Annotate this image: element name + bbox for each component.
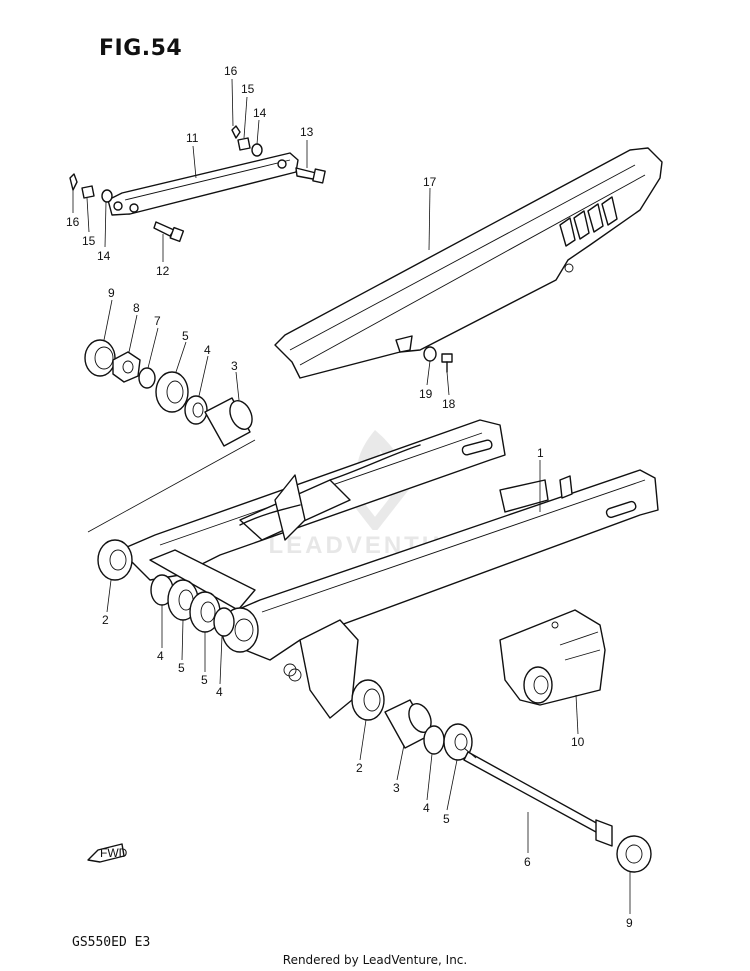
- dust-seal-cap-upper[interactable]: [84, 339, 116, 377]
- pivot-nut-upper[interactable]: [112, 351, 141, 383]
- callout-7: 7: [154, 314, 161, 328]
- callout-18: 18: [442, 397, 456, 411]
- forward-arrow-icon: FWD: [87, 843, 128, 863]
- callout-6: 6: [524, 855, 531, 869]
- torque-rod-bolt-rear[interactable]: [295, 167, 326, 184]
- callout-4a: 4: [204, 343, 211, 357]
- callout-3a: 3: [231, 359, 238, 373]
- forward-label: FWD: [100, 846, 128, 860]
- swingarm[interactable]: [97, 419, 659, 719]
- callout-13: 13: [300, 125, 314, 139]
- pivot-spacer-lower[interactable]: [384, 699, 435, 749]
- chain-case-washer[interactable]: [423, 346, 437, 362]
- callout-1: 1: [537, 446, 544, 460]
- callout-17: 17: [423, 175, 437, 189]
- chain-case[interactable]: [274, 147, 663, 379]
- callout-2a: 2: [102, 613, 109, 627]
- callout-9a: 9: [108, 286, 115, 300]
- callout-2b: 2: [356, 761, 363, 775]
- washer-front[interactable]: [101, 189, 113, 203]
- chain-adjuster[interactable]: [499, 609, 606, 706]
- washer-rear[interactable]: [251, 143, 263, 157]
- cotter-pin-front[interactable]: [69, 173, 78, 191]
- callout-4b: 4: [157, 649, 164, 663]
- torque-rod-bolt-front[interactable]: [153, 221, 185, 243]
- callout-4c: 4: [216, 685, 223, 699]
- callout-16b: 16: [66, 215, 80, 229]
- callout-19: 19: [419, 387, 433, 401]
- callout-5c: 5: [201, 673, 208, 687]
- callout-10: 10: [571, 735, 585, 749]
- callout-5b: 5: [178, 661, 185, 675]
- cotter-pin-rear[interactable]: [231, 125, 241, 139]
- castle-nut-front[interactable]: [81, 185, 95, 199]
- callout-15b: 15: [82, 234, 96, 248]
- torque-rod[interactable]: [107, 152, 299, 216]
- castle-nut-rear[interactable]: [237, 137, 251, 151]
- washer-upper[interactable]: [184, 395, 208, 425]
- washer-mid-b[interactable]: [213, 607, 235, 637]
- render-credit: Rendered by LeadVenture, Inc.: [282, 953, 468, 967]
- callout-14b: 14: [97, 249, 111, 263]
- callout-leaders: [72, 78, 631, 914]
- needle-bearing-lower[interactable]: [351, 679, 385, 721]
- callout-16a: 16: [224, 64, 238, 78]
- washer-lower[interactable]: [423, 725, 445, 755]
- figure-title: FIG.54: [99, 36, 183, 61]
- callout-labels: 16 15 14 11 13 16 15 14 12 17 9 8 7 5 4 …: [66, 64, 633, 930]
- pivot-nut-lower[interactable]: [616, 835, 652, 873]
- pivot-shaft[interactable]: [463, 747, 613, 847]
- callout-4d: 4: [423, 801, 430, 815]
- callout-9b: 9: [626, 916, 633, 930]
- callout-3b: 3: [393, 781, 400, 795]
- callout-11: 11: [186, 131, 199, 145]
- chain-case-bolt[interactable]: [441, 353, 453, 373]
- callout-12: 12: [156, 264, 170, 278]
- callout-5a: 5: [182, 329, 189, 343]
- callout-8: 8: [133, 301, 140, 315]
- model-code: GS550ED E3: [72, 935, 151, 950]
- callout-14a: 14: [253, 106, 267, 120]
- spacer-washer-upper[interactable]: [138, 367, 156, 389]
- thrust-bearing-upper[interactable]: [155, 371, 189, 413]
- callout-15a: 15: [241, 82, 255, 96]
- callout-5d: 5: [443, 812, 450, 826]
- pivot-spacer-upper[interactable]: [204, 397, 256, 447]
- thrust-bearing-lower[interactable]: [443, 723, 473, 761]
